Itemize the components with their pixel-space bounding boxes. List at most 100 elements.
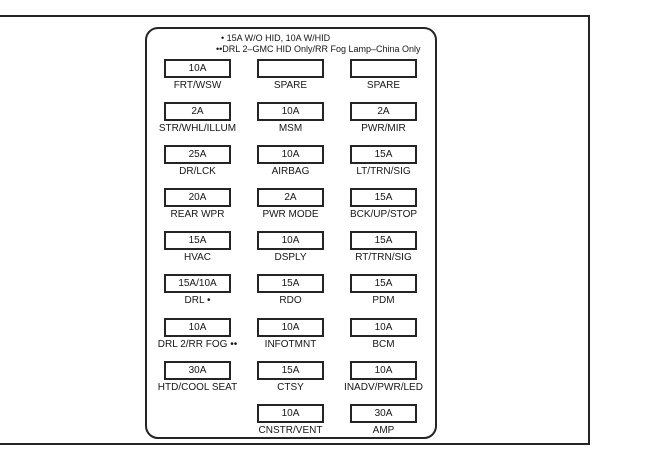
fuse-cell: SPARE	[337, 57, 430, 100]
fuse-cell: 10A DSPLY	[244, 229, 337, 272]
fuse-label: SPARE	[366, 80, 401, 91]
fuse-amp-rating: 30A	[374, 407, 393, 419]
fuse-amp-box: 30A	[350, 403, 417, 423]
fuse-amp-rating: 10A	[281, 407, 300, 419]
fuse-label: DR/LCK	[179, 166, 216, 178]
fuse-amp-rating: 15A	[281, 364, 300, 376]
fuse-amp-rating: 15A	[374, 192, 393, 204]
fuse-amp-box: 2A	[257, 188, 324, 208]
fuse-amp-rating: 15A	[374, 149, 393, 161]
fuse-amp-box	[257, 59, 324, 78]
fuse-amp-rating: 10A	[281, 235, 300, 247]
fuse-cell: 30A HTD/COOL SEAT	[151, 359, 244, 402]
fuse-amp-box: 2A	[164, 102, 231, 122]
fuse-amp-box: 15A/10A	[164, 274, 231, 294]
fuse-amp-rating: 10A	[281, 321, 300, 333]
fuse-amp-box: 10A	[257, 102, 324, 122]
fuse-amp-rating: 10A	[188, 321, 207, 333]
fuse-cell: 15A BCK/UP/STOP	[337, 186, 430, 229]
fuse-label: DSPLY	[274, 252, 307, 264]
fuse-label: INADV/PWR/LED	[344, 381, 423, 393]
fuse-label: CNSTR/VENT	[258, 424, 323, 436]
legend: • 15A W/O HID, 10A W/HID ••DRL 2–GMC HID…	[216, 33, 421, 54]
fuse-amp-box: 15A	[350, 274, 417, 294]
fuse-amp-box: 15A	[257, 360, 324, 380]
fuse-amp-rating: 2A	[191, 106, 204, 118]
fuse-label: MSM	[278, 123, 303, 135]
legend-line-1: • 15A W/O HID, 10A W/HID	[221, 33, 331, 43]
fuse-label: HTD/COOL SEAT	[157, 381, 238, 393]
fuse-amp-box: 20A	[164, 188, 231, 208]
fuse-panel-outline: • 15A W/O HID, 10A W/HID ••DRL 2–GMC HID…	[145, 27, 437, 439]
fuse-cell: 10A CNSTR/VENT	[244, 402, 337, 445]
fuse-label: DRL •	[184, 295, 211, 307]
fuse-label: CTSY	[277, 381, 304, 393]
fuse-cell-empty	[151, 402, 244, 445]
fuse-cell: 10A BCM	[337, 316, 430, 359]
fuse-cell: 10A INFOTMNT	[244, 316, 337, 359]
legend-line-2: ••DRL 2–GMC HID Only/RR Fog Lamp–China O…	[216, 43, 421, 54]
fuse-label: LT/TRN/SIG	[356, 166, 411, 178]
fuse-label: HVAC	[183, 252, 212, 264]
fuse-amp-box: 10A	[164, 59, 231, 78]
fuse-amp-rating: 10A	[281, 149, 300, 161]
fuse-amp-box: 15A	[257, 274, 324, 294]
fuse-label: REAR WPR	[170, 209, 225, 221]
fuse-amp-rating: 10A	[281, 106, 300, 118]
fuse-amp-rating: 10A	[374, 364, 393, 376]
fuse-label: RT/TRN/SIG	[355, 252, 412, 264]
fuse-amp-rating: 30A	[188, 364, 207, 376]
fuse-amp-box: 25A	[164, 145, 231, 165]
fuse-amp-rating: 10A	[374, 321, 393, 333]
fuse-amp-rating: 2A	[377, 106, 390, 118]
fuse-amp-box: 15A	[350, 188, 417, 208]
fuse-amp-rating: 10A	[188, 63, 207, 74]
fuse-label: PDM	[372, 295, 395, 307]
fuse-row: 25A DR/LCK 10A AIRBAG 15A LT/TRN/SIG	[151, 143, 435, 186]
fuse-amp-box: 10A	[257, 317, 324, 337]
fuse-label: BCM	[372, 338, 395, 350]
fuse-cell: 15A RDO	[244, 272, 337, 315]
fuse-cell: 15A PDM	[337, 272, 430, 315]
fuse-label: AIRBAG	[271, 166, 310, 178]
fuse-amp-box: 30A	[164, 360, 231, 380]
fuse-cell: 15A LT/TRN/SIG	[337, 143, 430, 186]
fuse-amp-box: 15A	[164, 231, 231, 251]
fuse-cell: 10A MSM	[244, 100, 337, 143]
fuse-amp-rating: 25A	[188, 149, 207, 161]
fuse-amp-box: 2A	[350, 102, 417, 122]
fuse-amp-rating: 2A	[284, 192, 297, 204]
fuse-cell: 10A AIRBAG	[244, 143, 337, 186]
fuse-amp-rating: 20A	[188, 192, 207, 204]
fuse-label: INFOTMNT	[264, 338, 317, 350]
fuse-amp-rating: 15A	[281, 278, 300, 290]
fuse-label: RDO	[279, 295, 302, 307]
fuse-cell: 25A DR/LCK	[151, 143, 244, 186]
fuse-label: BCK/UP/STOP	[349, 209, 418, 221]
fuse-amp-box	[350, 59, 417, 78]
fuse-cell: 2A STR/WHL/ILLUM	[151, 100, 244, 143]
fuse-amp-box: 10A	[164, 317, 231, 337]
fuse-amp-rating: 15A	[374, 235, 393, 247]
fuse-label: STR/WHL/ILLUM	[158, 123, 237, 135]
fuse-cell: 2A PWR/MIR	[337, 100, 430, 143]
fuse-cell: 20A REAR WPR	[151, 186, 244, 229]
fuse-amp-box: 10A	[257, 231, 324, 251]
fuse-amp-rating: 15A	[374, 278, 393, 290]
fuse-label: PWR/MIR	[361, 123, 406, 135]
fuse-cell: 15A RT/TRN/SIG	[337, 229, 430, 272]
fuse-row: 2A STR/WHL/ILLUM 10A MSM 2A PWR/MIR	[151, 100, 435, 143]
